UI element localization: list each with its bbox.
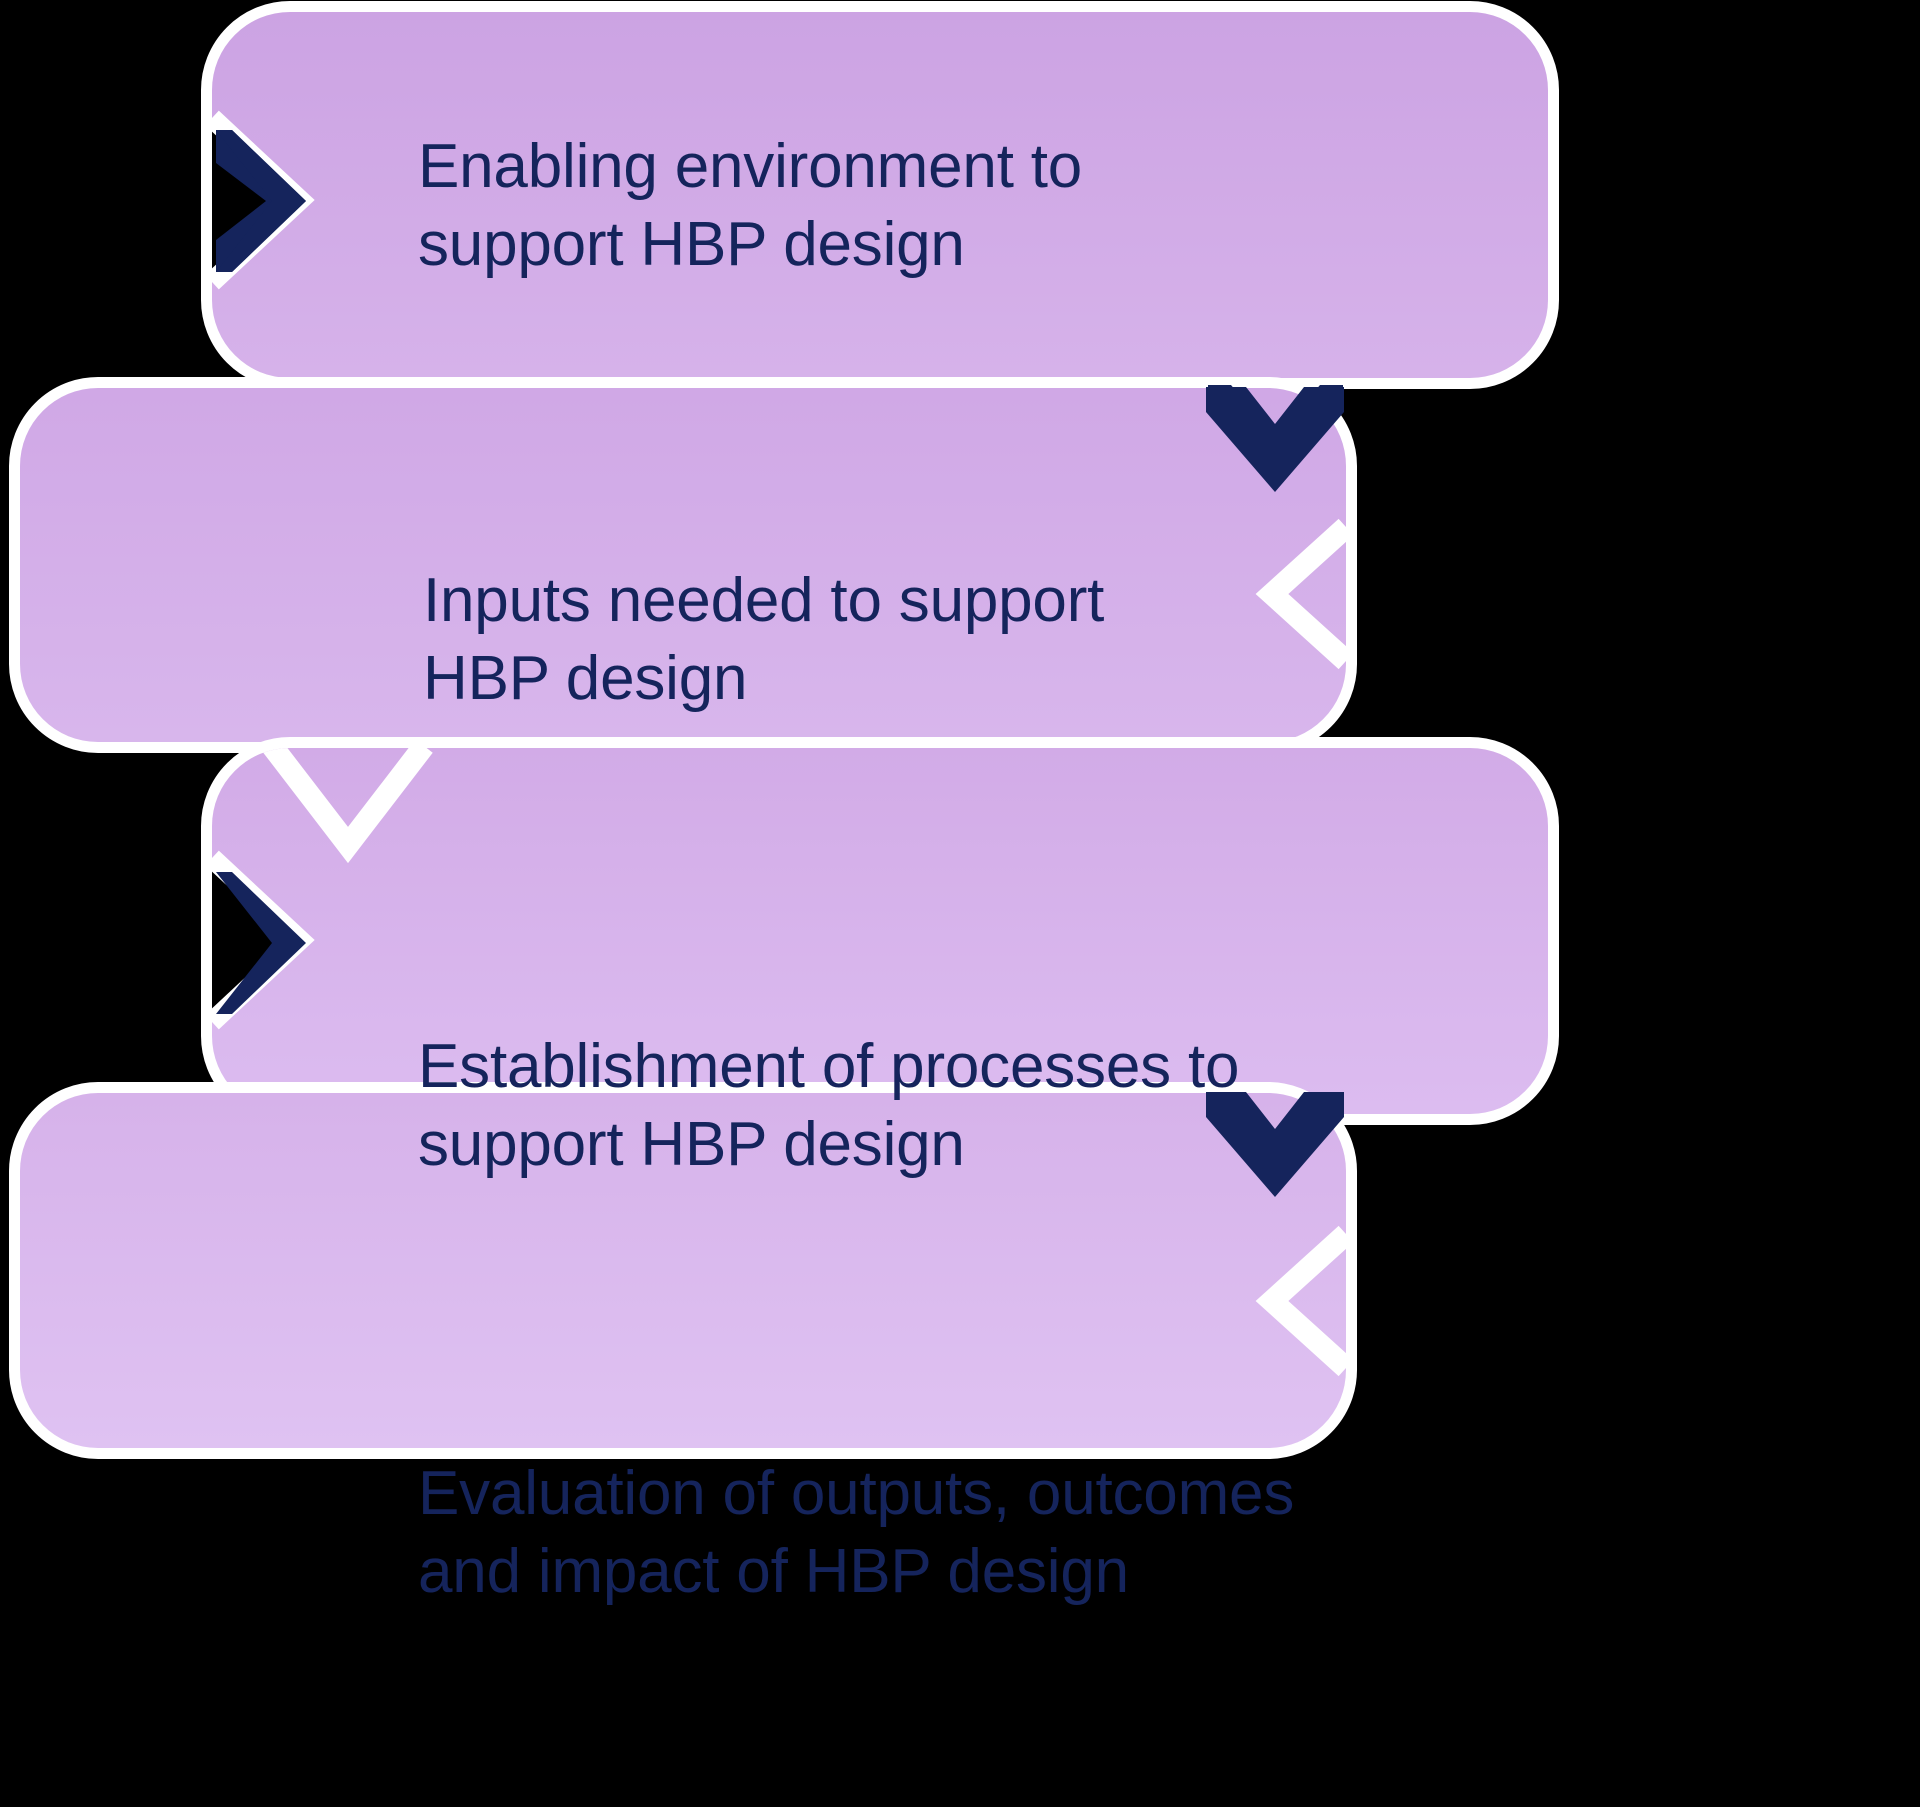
chevron-right-icon-step1	[216, 130, 306, 272]
band-2-right-notch	[1255, 518, 1346, 670]
step-band-3[interactable]	[201, 737, 1559, 1125]
step-band-4[interactable]	[9, 1082, 1357, 1459]
chevron-right-icon-step3	[216, 872, 306, 1014]
band-3-fill	[212, 748, 1548, 1114]
step-band-1[interactable]	[201, 1, 1559, 389]
chevron-right-icon-step1-tail	[216, 130, 306, 272]
band-4-fill	[20, 1093, 1346, 1448]
band-4-right-notch	[1255, 1225, 1346, 1377]
chevron-down-icon-step4	[1206, 1092, 1344, 1197]
band-3-top-notch	[263, 748, 433, 864]
step-band-2[interactable]	[9, 377, 1357, 753]
band-3-left-notch-bg	[212, 858, 300, 1022]
chevron-down-icon-step2-body	[1206, 387, 1344, 492]
band-1-fill	[212, 12, 1548, 378]
band-2-fill	[20, 388, 1346, 742]
